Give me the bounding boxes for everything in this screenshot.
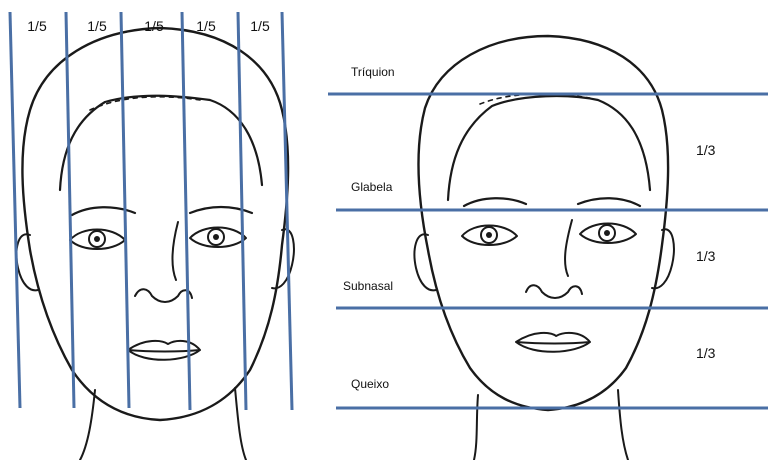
right-pupil-right: [604, 230, 610, 236]
left-ear-left: [17, 234, 39, 290]
landmark-labels: Tríquion Glabela Subnasal Queixo: [343, 65, 395, 391]
third-label-1: 1/3: [696, 142, 716, 158]
left-pupil-left: [94, 236, 100, 242]
left-face-drawing: [17, 28, 294, 460]
label-triquion: Tríquion: [351, 65, 395, 79]
right-neck: [474, 390, 628, 460]
left-head-outline: [22, 28, 288, 420]
right-pupil-left: [486, 232, 492, 238]
right-ear-left: [415, 234, 437, 290]
third-label-3: 1/3: [696, 345, 716, 361]
right-head-outline: [418, 36, 668, 410]
label-queixo: Queixo: [351, 377, 389, 391]
fifth-line-2: [66, 12, 74, 408]
label-subnasal: Subnasal: [343, 279, 393, 293]
right-eyebrow-left: [464, 198, 526, 206]
right-face-drawing: [415, 36, 674, 460]
right-eyebrow-right: [578, 198, 640, 206]
fifth-label-2: 1/5: [87, 18, 107, 34]
thirds-labels: 1/3 1/3 1/3: [696, 142, 716, 361]
label-glabela: Glabela: [351, 180, 393, 194]
fifth-label-4: 1/5: [196, 18, 216, 34]
left-nose: [135, 222, 192, 302]
right-hairline: [448, 96, 650, 200]
fifth-line-1: [10, 12, 20, 408]
left-pupil-right: [213, 234, 219, 240]
right-nose: [526, 220, 582, 298]
fifths-labels: 1/5 1/5 1/5 1/5 1/5: [27, 18, 270, 34]
fifth-label-1: 1/5: [27, 18, 47, 34]
third-label-2: 1/3: [696, 248, 716, 264]
fifth-label-5: 1/5: [250, 18, 270, 34]
right-mouth: [516, 333, 590, 352]
fifth-line-6: [282, 12, 292, 410]
fifth-label-3: 1/5: [144, 18, 164, 34]
